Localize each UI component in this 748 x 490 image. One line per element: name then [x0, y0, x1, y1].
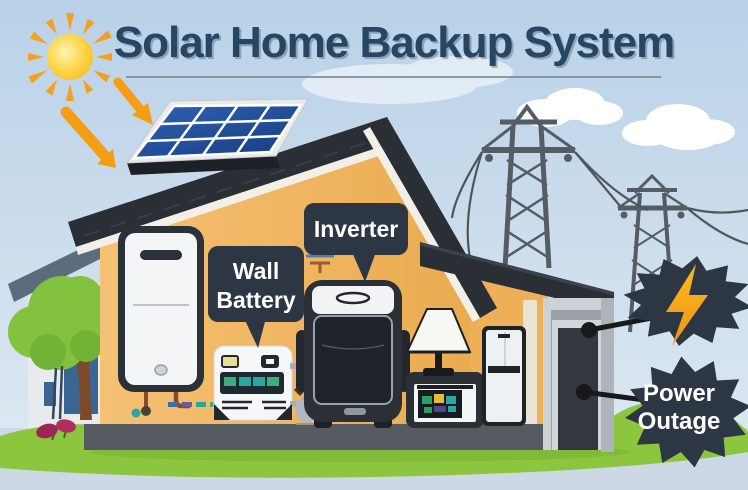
cloud-icon [302, 56, 513, 104]
grass-icon [0, 400, 748, 478]
wall-battery-label-line1: Wall [233, 258, 279, 284]
garage [419, 242, 615, 452]
battery-control-unit-icon [213, 345, 310, 421]
lightning-starburst-icon [623, 256, 748, 346]
page-title-text: Solar Home Backup System [114, 18, 674, 67]
inverter-callout: Inverter [304, 203, 408, 282]
garage-roof-edge [419, 242, 615, 296]
cloud-icon [517, 88, 623, 127]
fridge-handle [488, 366, 520, 373]
corner-trim [523, 300, 537, 450]
lightning-bolt-icon [666, 264, 708, 346]
wall-battery-label-line2: Battery [216, 287, 295, 313]
flower-icon [36, 419, 76, 441]
sun-icon [28, 13, 112, 101]
garage-roof [420, 242, 614, 312]
ground-terminal-icon [306, 254, 334, 273]
sapling-icon [51, 365, 64, 420]
page-title: Solar Home Backup System Solar Home Back… [114, 18, 677, 78]
inverter-label: Inverter [314, 216, 398, 242]
power-outage-label-line1: Power [643, 380, 715, 407]
cloud-icon [622, 104, 735, 150]
power-outage-starburst-icon: Power Outage [625, 356, 748, 468]
transmission-tower-icon [481, 103, 576, 269]
wall-battery-icon [118, 226, 220, 418]
house-foundation [84, 424, 554, 450]
wall-battery-callout: Wall Battery [208, 246, 304, 348]
sunlight-arrow-icon [60, 106, 116, 168]
solar-panel-icon [126, 98, 309, 175]
garage-pillar [601, 298, 614, 452]
power-outage-label-line2: Outage [638, 408, 721, 435]
connector-pin-icon [581, 315, 653, 338]
power-line-icon [450, 151, 748, 259]
page-title-shadow: Solar Home Backup System [116, 20, 676, 69]
lamp-icon [405, 308, 472, 376]
sunlight-arrow-icon [113, 77, 153, 125]
inverter-device-icon [296, 280, 410, 428]
refrigerator-icon [482, 326, 526, 426]
tv-console-icon [406, 372, 484, 428]
